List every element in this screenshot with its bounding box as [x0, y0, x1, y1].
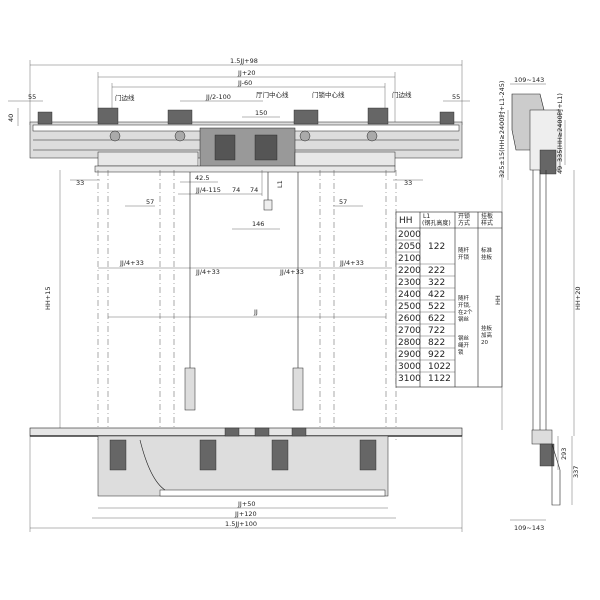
dim-jj-quarter-minus-115: JJ/4-115	[195, 186, 221, 194]
table-hh-cell: 2100	[398, 254, 421, 264]
dim-overall-top: 1.5JJ+98	[230, 57, 258, 65]
door-header-assembly	[29, 107, 463, 173]
dim-side-hh-plus-20: HH+20	[574, 287, 582, 311]
dim-jj-plus-120: JJ+120	[234, 510, 257, 518]
dim-side-325: 325±15(HH≥2400时+L1-245)	[497, 81, 506, 178]
dim-42-5: 42.5	[195, 174, 209, 182]
table-l1-rows: 122 222 322 422 522 622 722 822 922 1022 1122	[420, 242, 455, 384]
dim-150: 150	[255, 109, 267, 117]
side-view: 109~143 109~143 325±15(HH≥2400时+L1-245) …	[494, 76, 582, 532]
table-l1-cell: 422	[428, 290, 445, 300]
dim-side-337: 337	[572, 466, 580, 478]
table-l1-cell: 1122	[428, 374, 451, 384]
dim-side-109-143-bottom: 109~143	[514, 524, 544, 532]
table-l1-cell: 722	[428, 326, 445, 336]
dim-jj-quarter-plus-33-a: JJ/4+33	[119, 259, 144, 267]
dim-side-109-143-top: 109~143	[514, 76, 544, 84]
table-hh-cell: 2500	[398, 302, 421, 312]
dim-74-b: 74	[250, 186, 258, 194]
dim-jj-plus-20: JJ+20	[237, 69, 256, 77]
table-header-board-2: 样式	[481, 219, 493, 227]
door-opening-area: JJ/4+33 JJ/4+33 JJ/4+33 JJ/4+33 JJ HH+15	[44, 170, 397, 440]
dim-33-left: 33	[76, 179, 84, 187]
dim-jj-minus-60: JJ-60	[237, 79, 252, 87]
dim-33-right: 33	[404, 179, 412, 187]
sill-assembly	[29, 427, 463, 497]
bottom-dimensions: JJ+50 JJ+120 1.5JJ+100	[29, 436, 463, 532]
table-hh-cell: 2050	[398, 242, 421, 252]
table-header-unlock-1: 开锁	[458, 212, 470, 220]
table-hh-cell: 3100	[398, 374, 421, 384]
table-unlock-b-2: 开锁,	[458, 301, 471, 309]
dim-side-right-b: 49	[556, 166, 564, 174]
dim-40: 40	[7, 114, 15, 122]
table-unlock-c-3: 锁	[458, 348, 464, 356]
table-unlock-a-2: 开锁	[458, 253, 470, 261]
table-hh-cell: 2800	[398, 338, 421, 348]
table-l1-cell: 922	[428, 350, 445, 360]
table-board-b-1: 挂板	[481, 324, 493, 332]
label-door-lock-center: 门锁中心线	[312, 90, 345, 99]
table-l1-cell: 622	[428, 314, 445, 324]
table-unlock-b-4: 钢丝	[458, 315, 470, 323]
table-header-l1-sub: (钢孔高度)	[422, 219, 451, 227]
hh-table: HH L1 (钢孔高度) 开锁 方式 挂板 样式 2000 2050 2100 220…	[395, 211, 503, 388]
table-l1-cell: 222	[428, 266, 445, 276]
dim-146: 146	[252, 220, 264, 228]
dim-jj-half-minus-100: JJ/2-100	[205, 93, 231, 101]
dim-l1: L1	[276, 180, 284, 188]
dim-57-right: 57	[339, 198, 347, 206]
under-header-dimensions: 33 33 42.5 JJ/4-115 74 74 L1 57 57 146	[70, 170, 423, 230]
table-hh-cell: 2900	[398, 350, 421, 360]
dim-side-hh: HH	[494, 295, 502, 305]
table-board-a-2: 挂板	[481, 253, 493, 261]
dim-side-right-a: 335(HH≥2400时+L1)	[555, 93, 564, 162]
dim-jj-plus-50: JJ+50	[237, 500, 256, 508]
table-header-hh: HH	[399, 216, 413, 226]
dim-bottom-overall: 1.5JJ+100	[225, 520, 257, 528]
table-hh-cell: 2000	[398, 230, 421, 240]
table-header-unlock-2: 方式	[458, 219, 470, 227]
table-board-a-1: 标准	[481, 246, 493, 254]
table-hh-cell: 2700	[398, 326, 421, 336]
dim-jj-quarter-plus-33-b: JJ/4+33	[195, 268, 220, 276]
table-l1-cell: 522	[428, 302, 445, 312]
dim-55-left: 55	[28, 93, 36, 101]
table-unlock-a-1: 随杆	[458, 246, 470, 254]
table-unlock-b-1: 随杆	[458, 294, 470, 302]
label-hall-door-center: 厅门中心线	[256, 90, 289, 99]
label-door-edge-left: 门边线	[115, 93, 135, 102]
table-header-l1: L1	[423, 213, 430, 220]
table-board-b-3: 20	[481, 340, 488, 346]
table-hh-cell: 2300	[398, 278, 421, 288]
table-hh-cell: 2600	[398, 314, 421, 324]
dim-74-a: 74	[232, 186, 240, 194]
table-unlock-b-3: 在2个	[458, 308, 473, 316]
table-l1-cell: 1022	[428, 362, 451, 372]
table-l1-cell: 122	[428, 242, 445, 252]
dim-side-293: 293	[560, 448, 568, 460]
table-hh-cell: 3000	[398, 362, 421, 372]
dim-jj-quarter-plus-33-c: JJ/4+33	[279, 268, 304, 276]
table-unlock-c-1: 钢丝	[458, 334, 470, 342]
table-board-b-2: 加高	[481, 331, 493, 339]
table-hh-cell: 2400	[398, 290, 421, 300]
table-l1-cell: 322	[428, 278, 445, 288]
dim-55-right: 55	[452, 93, 460, 101]
table-hh-cell: 2200	[398, 266, 421, 276]
dim-57-left: 57	[146, 198, 154, 206]
label-door-edge-right: 门边线	[392, 90, 412, 99]
dim-jj: JJ	[253, 308, 258, 316]
table-l1-cell: 822	[428, 338, 445, 348]
table-hh-rows: 2000 2050 2100 2200 2300 2400 2500 2600 2700 2800…	[396, 230, 421, 384]
table-header-board-1: 挂板	[481, 212, 493, 220]
table-unlock-c-2: 绳开	[458, 341, 470, 349]
dim-hh-plus-15: HH+15	[44, 287, 52, 311]
dim-jj-quarter-plus-33-d: JJ/4+33	[339, 259, 364, 267]
